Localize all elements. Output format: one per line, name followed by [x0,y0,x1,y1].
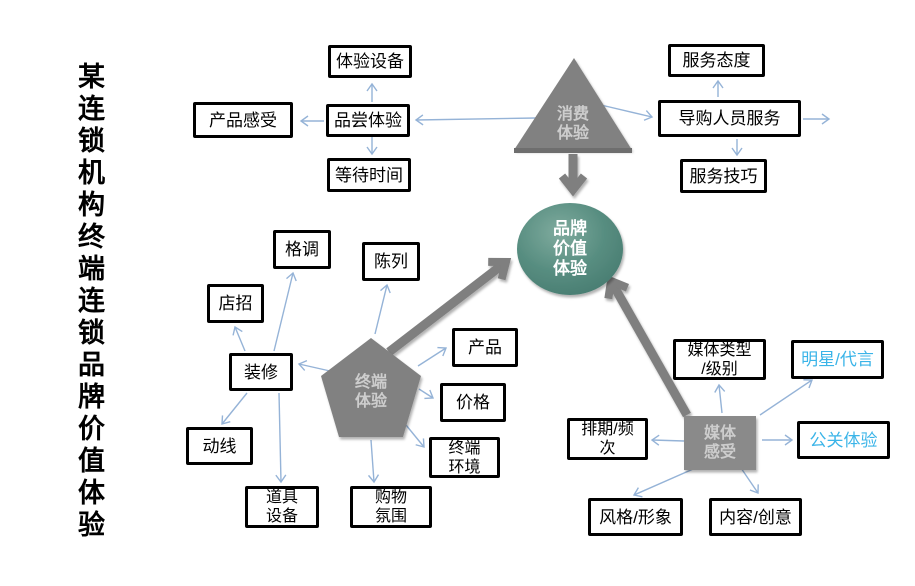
node-tasting-experience: 品尝体验 [326,104,410,137]
page-title: 某连锁机构终端连锁品牌价值体验 [74,62,104,542]
media-square-shape [684,416,756,470]
node-experience-equipment: 体验设备 [328,45,412,78]
arrow-decoration-to-store-sign [232,325,246,352]
node-service-skills: 服务技巧 [680,159,767,193]
node-pr-experience: 公关体验 [797,421,890,459]
arrow-decoration-to-movement [221,392,248,425]
arrow-terminal-to-environment [405,424,425,448]
arrow-terminal-to-decoration [297,360,331,372]
arrow-media-to-center [604,275,691,418]
node-shopping-atmosphere: 购物 氛围 [350,486,432,528]
node-movement-line: 动线 [186,427,253,465]
arrow-media-to-schedule [650,434,685,446]
node-style: 格调 [273,230,331,269]
arrow-terminal-to-price [418,388,435,400]
node-content-creativity: 内容/创意 [709,498,802,536]
arrow-terminal-to-center [386,257,512,356]
node-product-feel: 产品感受 [193,102,293,138]
arrow-media-to-style-image [632,465,701,498]
node-schedule-frequency: 排期/频 次 [567,418,648,460]
arrow-terminal-to-product [417,346,448,367]
node-product: 产品 [452,328,518,367]
node-waiting-time: 等待时间 [327,158,411,192]
node-guide-staff-service: 导购人员服务 [658,100,801,137]
arrow-decoration-to-props [275,392,287,484]
arrow-media-to-content [740,467,759,494]
node-display: 陈列 [362,242,420,281]
center-circle-shape [517,203,623,295]
node-star-endorsement: 明星/代言 [791,340,884,379]
arrow-consumption-to-guide [600,104,654,121]
node-media-type-level: 媒体类型 /级别 [673,339,766,380]
node-style-image: 风格/形象 [588,498,683,536]
consumption-triangle-shape [514,58,632,150]
node-props-equipment: 道具 设备 [245,486,319,528]
consumption-triangle-base-shadow [514,148,632,153]
arrow-consumption-to-tasting [414,114,537,126]
arrow-terminal-to-atmosphere [367,439,380,484]
terminal-pentagon-shape [321,338,421,437]
arrow-decoration-to-style [273,271,297,352]
node-price: 价格 [440,383,506,422]
node-store-sign: 店招 [207,284,264,323]
node-service-attitude: 服务态度 [668,44,765,77]
arrow-media-to-type-level [714,383,726,414]
node-decoration: 装修 [229,353,293,391]
arrow-media-to-star [759,379,813,416]
arrow-terminal-to-display [374,283,391,335]
node-terminal-environment: 终端 环境 [429,437,500,478]
